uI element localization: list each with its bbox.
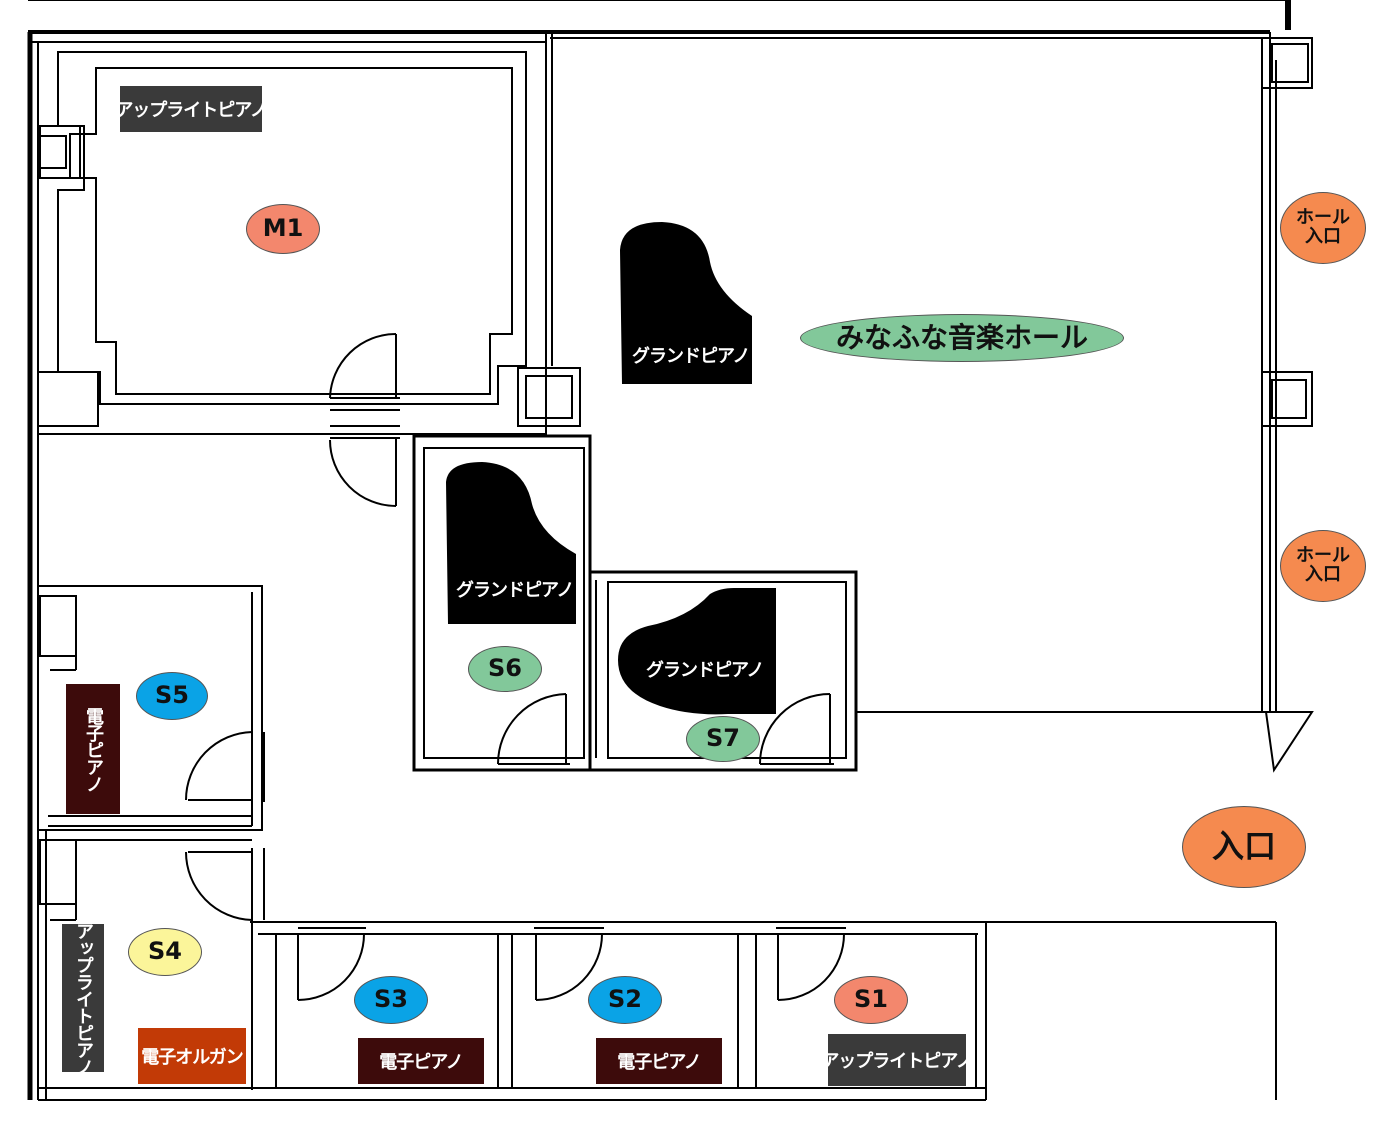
s6-grand-piano-icon xyxy=(446,462,576,624)
room-s3-label: S3 xyxy=(354,976,428,1024)
room-s5-label: S5 xyxy=(136,672,208,720)
hall-entrance-2-label: ホール入口 xyxy=(1280,530,1366,602)
room-s7-label: S7 xyxy=(686,716,760,762)
s7-grand-piano-label: グランドピアノ xyxy=(646,660,764,681)
hall-grand-piano-label: グランドピアノ xyxy=(632,346,750,367)
room-s4-label: S4 xyxy=(128,928,202,976)
s1-upright-piano-label: アップライトピアノ xyxy=(821,1034,974,1086)
s5-electric-piano-label: 電子ピアノ xyxy=(66,684,120,814)
hall-name-label: みなふな音楽ホール xyxy=(800,314,1124,362)
room-m1-label: M1 xyxy=(246,204,320,254)
s2-electric-piano-label: 電子ピアノ xyxy=(596,1038,722,1084)
hall-entrance-1-label: ホール入口 xyxy=(1280,192,1366,264)
s7-grand-piano-icon xyxy=(618,588,776,715)
main-entrance-label: 入口 xyxy=(1182,806,1306,888)
s4-organ-label: 電子オルガン xyxy=(138,1028,246,1084)
room-s6-label: S6 xyxy=(468,646,542,692)
s3-electric-piano-label: 電子ピアノ xyxy=(358,1038,484,1084)
s6-grand-piano-label: グランドピアノ xyxy=(456,580,574,601)
room-s1-label: S1 xyxy=(834,976,908,1024)
m1-upright-piano-label: アップライトピアノ xyxy=(115,86,268,132)
s4-upright-piano-label: アップライトピアノ xyxy=(62,922,104,1075)
hall-grand-piano-icon xyxy=(620,222,752,384)
room-s2-label: S2 xyxy=(588,976,662,1024)
